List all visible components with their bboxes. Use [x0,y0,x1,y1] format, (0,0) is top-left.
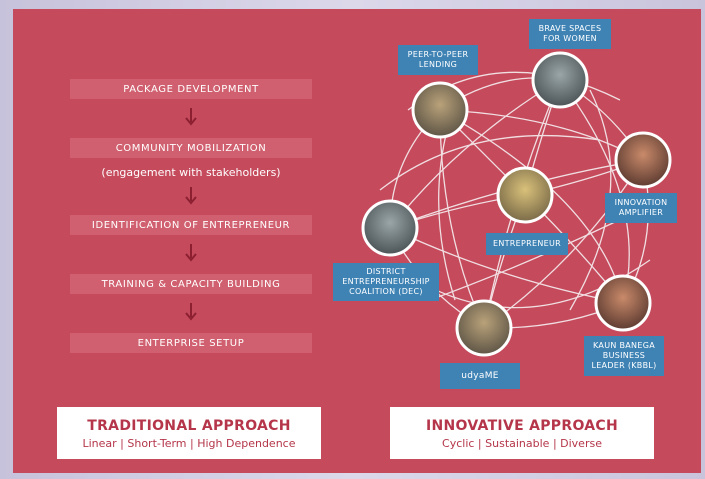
step-package-development: PACKAGE DEVELOPMENT [70,79,312,99]
step-mobilization-note: (engagement with stakeholders) [101,166,281,179]
step-community-mobilization: COMMUNITY MOBILIZATION [70,138,312,158]
node-kaun-banega-business-leader: KAUN BANEGA BUSINESS LEADER (KBBL) [584,336,664,376]
down-arrow-icon [185,244,197,262]
node-entrepreneur: ENTREPRENEUR [486,233,568,255]
node-peer-to-peer-lending: PEER-TO-PEER LENDING [398,45,478,75]
step-identification-of-entrepreneur: IDENTIFICATION OF ENTREPRENEUR [70,215,312,235]
node-innovation-amplifier: INNOVATION AMPLIFIER [605,193,677,223]
node-udyame: udyaME [440,363,520,389]
node-brave-spaces-for-women: BRAVE SPACES FOR WOMEN [529,19,611,49]
node-district-entrepreneurship-coalition: DISTRICT ENTREPRENEURSHIP COALITION (DEC… [333,263,439,301]
traditional-approach-box: TRADITIONAL APPROACH Linear | Short-Term… [57,407,321,459]
innovative-approach-title: INNOVATIVE APPROACH [425,418,619,434]
down-arrow-icon [185,108,197,126]
traditional-approach-title: TRADITIONAL APPROACH [87,418,291,434]
innovative-approach-subtitle: Cyclic | Sustainable | Diverse [442,437,602,450]
innovative-approach-box: INNOVATIVE APPROACH Cyclic | Sustainable… [390,407,654,459]
step-enterprise-setup: ENTERPRISE SETUP [70,333,312,353]
down-arrow-icon [185,303,197,321]
traditional-approach-subtitle: Linear | Short-Term | High Dependence [82,437,296,450]
down-arrow-icon [185,187,197,205]
step-training-capacity-building: TRAINING & CAPACITY BUILDING [70,274,312,294]
